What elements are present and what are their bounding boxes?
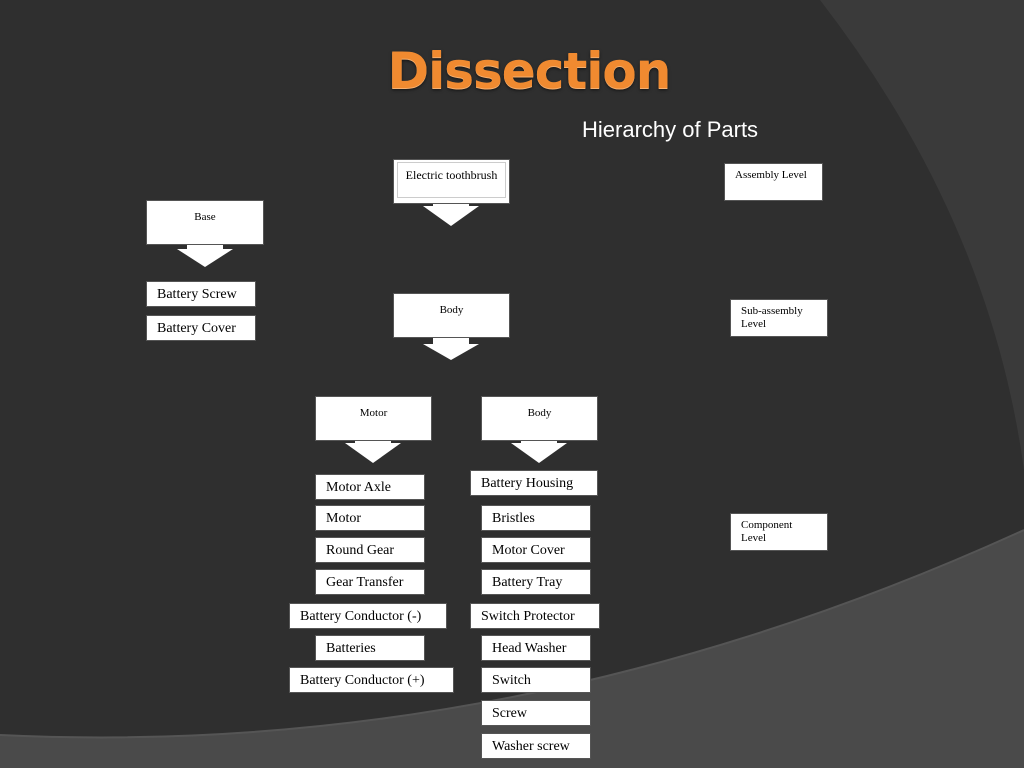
- part-item: Battery Housing: [470, 470, 598, 496]
- component-level-label: Component Level: [730, 513, 828, 551]
- part-item: Bristles: [481, 505, 591, 531]
- arrow-stem: [433, 338, 469, 348]
- node-electric-toothbrush-label: Electric toothbrush: [397, 162, 506, 198]
- subassembly-level-label: Sub-assembly Level: [730, 299, 828, 337]
- part-item: Battery Cover: [146, 315, 256, 341]
- part-item: Round Gear: [315, 537, 425, 563]
- part-item: Batteries: [315, 635, 425, 661]
- part-item: Screw: [481, 700, 591, 726]
- arrow-stem: [187, 245, 223, 251]
- part-item: Motor: [315, 505, 425, 531]
- part-item: Washer screw: [481, 733, 591, 759]
- node-motor: Motor: [315, 396, 432, 441]
- part-item: Battery Conductor (+): [289, 667, 454, 693]
- part-item: Battery Tray: [481, 569, 591, 595]
- part-item: Head Washer: [481, 635, 591, 661]
- slide-title: Dissection: [387, 42, 672, 100]
- node-base: Base: [146, 200, 264, 245]
- node-electric-toothbrush: Electric toothbrush: [393, 159, 510, 204]
- part-item: Switch Protector: [470, 603, 600, 629]
- assembly-level-label: Assembly Level: [724, 163, 823, 201]
- part-item: Gear Transfer: [315, 569, 425, 595]
- down-arrow: [511, 443, 567, 463]
- part-item: Motor Axle: [315, 474, 425, 500]
- down-arrow: [423, 206, 479, 226]
- down-arrow: [177, 249, 233, 267]
- down-arrow: [423, 344, 479, 360]
- part-item: Motor Cover: [481, 537, 591, 563]
- slide-subtitle: Hierarchy of Parts: [582, 117, 759, 142]
- part-item: Battery Conductor (-): [289, 603, 447, 629]
- down-arrow: [345, 443, 401, 463]
- node-body-component: Body: [481, 396, 598, 441]
- part-item: Switch: [481, 667, 591, 693]
- part-item: Battery Screw: [146, 281, 256, 307]
- node-body: Body: [393, 293, 510, 338]
